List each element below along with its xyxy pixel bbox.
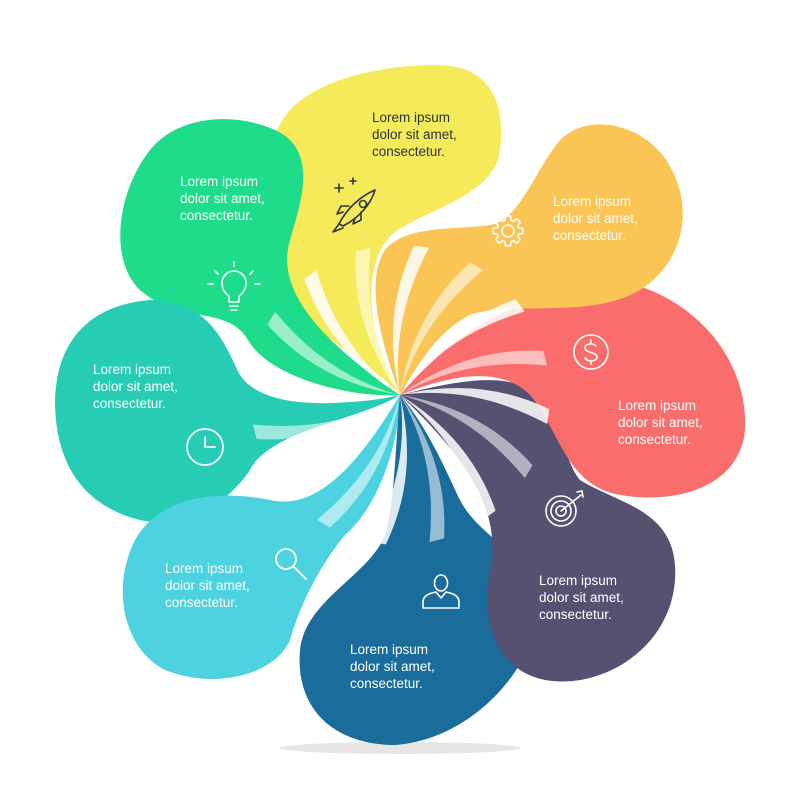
- petal-blue: [299, 395, 540, 745]
- label-orange-line-3: consectetur.: [553, 228, 626, 243]
- petal-purple: [400, 380, 676, 682]
- swirl-ray: [400, 395, 533, 479]
- petal-cyan: [122, 395, 401, 679]
- swirl-ray: [370, 395, 408, 545]
- swirl-ray: [400, 395, 496, 520]
- label-orange-line-2: dolor sit amet,: [553, 211, 638, 226]
- swirl-ray: [400, 395, 445, 543]
- label-teal-line-3: consectetur.: [93, 396, 166, 411]
- label-green: Lorem ipsum dolor sit amet, consectetur.: [180, 174, 269, 223]
- label-blue-line-1: Lorem ipsum: [350, 642, 428, 657]
- swirl-ray: [275, 395, 400, 491]
- label-green-line-2: dolor sit amet,: [180, 191, 265, 206]
- swirl-ray: [252, 395, 400, 440]
- swirl-ray: [355, 247, 400, 395]
- center-swirl: [250, 245, 550, 545]
- target-icon: [546, 491, 583, 526]
- label-green-line-1: Lorem ipsum: [180, 174, 258, 189]
- label-teal-line-2: dolor sit amet,: [93, 379, 178, 394]
- label-blue-line-3: consectetur.: [350, 676, 423, 691]
- swirl-ray: [304, 270, 400, 395]
- label-purple: Lorem ipsum dolor sit amet, consectetur.: [539, 573, 628, 622]
- petal-red: [400, 281, 746, 498]
- magnifier-icon: [276, 549, 306, 579]
- label-red-line-2: dolor sit amet,: [618, 415, 703, 430]
- label-blue: Lorem ipsum dolor sit amet, consectetur.: [350, 642, 439, 691]
- label-cyan: Lorem ipsum dolor sit amet, consectetur.: [165, 561, 254, 610]
- swirl-ray: [400, 262, 484, 395]
- label-yellow-line-1: Lorem ipsum: [372, 110, 450, 125]
- label-cyan-line-2: dolor sit amet,: [165, 578, 250, 593]
- label-red-line-1: Lorem ipsum: [618, 398, 696, 413]
- swirl-ray: [250, 365, 400, 403]
- user-icon: [423, 575, 459, 608]
- rocket-icon: [333, 178, 375, 232]
- swirl-ray: [400, 387, 550, 425]
- label-red-line-3: consectetur.: [618, 432, 691, 447]
- label-cyan-line-3: consectetur.: [165, 595, 238, 610]
- label-purple-line-1: Lorem ipsum: [539, 573, 617, 588]
- label-blue-line-2: dolor sit amet,: [350, 659, 435, 674]
- label-orange: Lorem ipsum dolor sit amet, consectetur.: [553, 194, 642, 243]
- label-yellow: Lorem ipsum dolor sit amet, consectetur.: [372, 110, 461, 159]
- label-green-line-3: consectetur.: [180, 208, 253, 223]
- label-purple-line-3: consectetur.: [539, 607, 612, 622]
- label-purple-line-2: dolor sit amet,: [539, 590, 624, 605]
- petal-orange: [375, 124, 683, 396]
- label-cyan-line-1: Lorem ipsum: [165, 561, 243, 576]
- swirl-ray: [400, 299, 525, 395]
- petal-teal: [55, 300, 400, 522]
- label-yellow-line-2: dolor sit amet,: [372, 127, 457, 142]
- dollar-icon: [574, 335, 608, 369]
- petal-green: [120, 119, 400, 396]
- label-orange-line-1: Lorem ipsum: [553, 194, 631, 209]
- swirl-ray: [267, 311, 400, 395]
- gear-icon: [493, 216, 523, 246]
- label-yellow-line-3: consectetur.: [372, 144, 445, 159]
- label-teal-line-1: Lorem ipsum: [93, 362, 171, 377]
- swirl-ray: [400, 350, 548, 395]
- clock-icon: [187, 429, 223, 465]
- swirl-ray: [316, 395, 400, 528]
- lightbulb-icon: [208, 262, 260, 310]
- ground-shadow: [280, 742, 520, 754]
- label-red: Lorem ipsum dolor sit amet, consectetur.: [618, 398, 707, 447]
- swirl-ray: [392, 245, 430, 395]
- label-teal: Lorem ipsum dolor sit amet, consectetur.: [93, 362, 182, 411]
